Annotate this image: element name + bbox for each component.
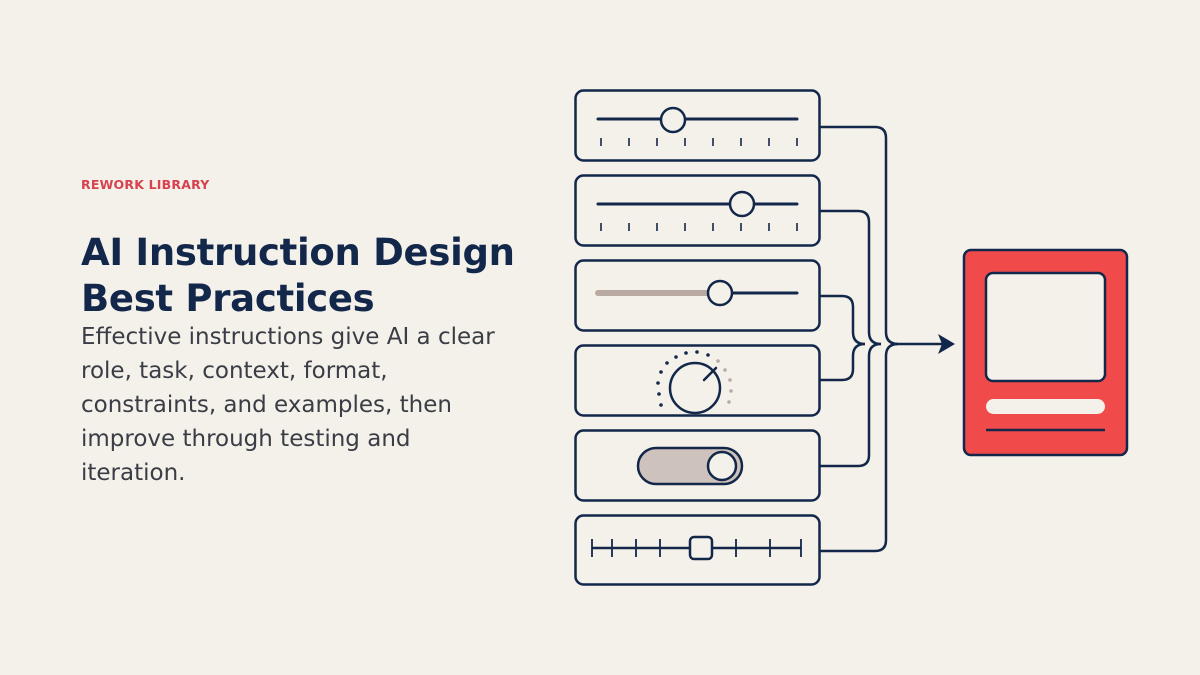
text-block: REWORK LIBRARY AI Instruction Design Bes…: [81, 170, 521, 486]
tick-marks: [600, 138, 798, 146]
control-panel-1: [574, 89, 821, 162]
description: Effective instructions give AI a clear r…: [81, 324, 495, 486]
arrow-head-icon: [938, 334, 955, 354]
stepper-ticks: [591, 539, 802, 557]
tick-marks: [600, 223, 798, 231]
page-title: AI Instruction Design Best Practices: [81, 230, 521, 322]
control-panel-6: [574, 514, 821, 586]
control-panel-5: [574, 429, 821, 502]
connector-lines: [820, 125, 942, 553]
title-line-1: AI Instruction Design: [81, 231, 515, 274]
slider-handle-icon[interactable]: [659, 106, 687, 134]
control-panel-4: [574, 344, 821, 417]
dial-dots: [656, 350, 733, 407]
eyebrow-label: REWORK LIBRARY: [81, 177, 210, 192]
output-text-bar: [986, 399, 1105, 414]
slider-handle-icon[interactable]: [706, 279, 734, 307]
title-line-2: Best Practices: [81, 277, 375, 320]
stepper-handle-icon[interactable]: [688, 535, 714, 561]
control-panel-3: [574, 259, 821, 332]
control-panel-2: [574, 174, 821, 247]
slider-handle-icon[interactable]: [728, 190, 756, 218]
output-preview: [984, 271, 1107, 383]
output-card-icon: [962, 248, 1129, 457]
